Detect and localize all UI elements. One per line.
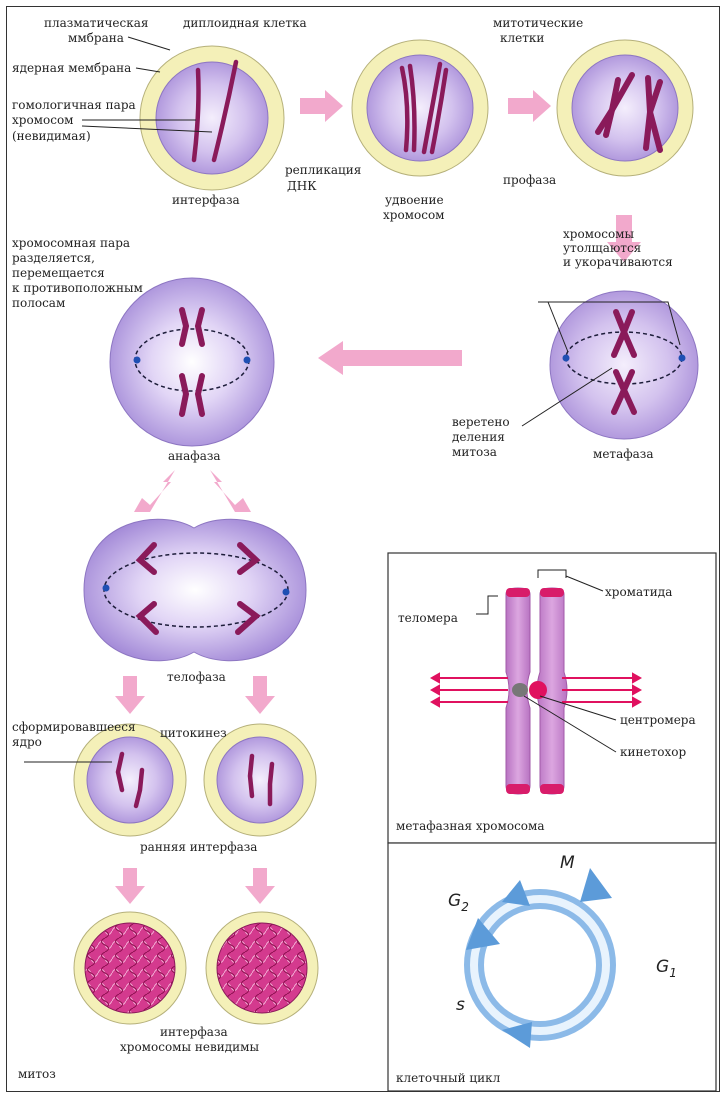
- arrow-to-doubling: [300, 90, 343, 122]
- label-diploid-cell: диплоидная клетка: [183, 16, 307, 30]
- label-anaphase: анафаза: [168, 449, 221, 463]
- svg-text:интерфаза: интерфаза: [160, 1025, 228, 1039]
- svg-text:сформировавшееся: сформировавшееся: [12, 720, 136, 734]
- arrow-to-telophase-left: [134, 470, 175, 512]
- svg-text:удвоение: удвоение: [385, 193, 444, 207]
- label-early-interphase: ранняя интерфаза: [140, 840, 257, 854]
- svg-text:репликация: репликация: [285, 163, 361, 177]
- cell-daughter-right: [204, 724, 316, 836]
- label-nuclear-membrane: ядерная мембрана: [12, 61, 131, 75]
- label-metaphase-chromosome: метафазная хромосома: [396, 819, 545, 833]
- svg-text:клетки: клетки: [500, 31, 544, 45]
- svg-text:к противоположным: к противоположным: [12, 281, 143, 295]
- label-telomere: теломера: [398, 611, 458, 625]
- label-kinetochore: кинетохор: [620, 745, 686, 759]
- cell-chromosome-doubling: [352, 40, 488, 176]
- arrow-to-interphase-right: [245, 868, 275, 904]
- svg-text:полосам: полосам: [12, 296, 65, 310]
- svg-text:(невидимая): (невидимая): [12, 129, 91, 143]
- label-telophase: телофаза: [167, 670, 226, 684]
- svg-text:и укорачиваются: и укорачиваются: [563, 255, 673, 269]
- arrow-to-cytokinesis-right: [245, 676, 275, 714]
- label-mitosis: митоз: [18, 1067, 56, 1081]
- label-cycle-m: M: [560, 853, 575, 873]
- label-mitotic-cells: митотические клетки: [493, 16, 583, 45]
- label-cytokinesis: цитокинез: [160, 726, 227, 740]
- svg-text:разделяется,: разделяется,: [12, 251, 95, 265]
- svg-text:митотические: митотические: [493, 16, 583, 30]
- label-cell-cycle: клеточный цикл: [396, 1071, 501, 1085]
- label-dna-replication: репликация ДНК: [285, 163, 361, 193]
- label-chromosome-doubling: удвоение хромосом: [383, 193, 445, 222]
- label-prophase: профаза: [503, 173, 556, 187]
- label-metaphase: метафаза: [593, 447, 653, 461]
- label-interphase: интерфаза: [172, 193, 240, 207]
- svg-text:хромосомная пара: хромосомная пара: [12, 236, 130, 250]
- svg-text:ДНК: ДНК: [287, 179, 317, 193]
- svg-text:веретено: веретено: [452, 415, 510, 429]
- label-chromosomes-thicken: хромосомы утолщаются и укорачиваются: [563, 227, 673, 269]
- label-pair-separates: хромосомная пара разделяется, перемещает…: [12, 236, 143, 310]
- label-centromere: центромера: [620, 713, 696, 727]
- svg-text:ядро: ядро: [12, 735, 42, 749]
- svg-text:утолщаются: утолщаются: [563, 241, 641, 255]
- svg-text:хромосом: хромосом: [12, 113, 74, 127]
- svg-text:плазматическая: плазматическая: [44, 16, 148, 30]
- cell-telophase: [84, 519, 306, 660]
- label-plasma-membrane: плазматическая ммбрана: [44, 16, 148, 45]
- svg-text:митоза: митоза: [452, 445, 497, 459]
- svg-text:деления: деления: [452, 430, 505, 444]
- svg-text:гомологичная пара: гомологичная пара: [12, 98, 136, 112]
- svg-text:ммбрана: ммбрана: [68, 31, 124, 45]
- cell-interphase-left: [74, 912, 186, 1024]
- arrow-to-interphase-left: [115, 868, 145, 904]
- label-cycle-s: s: [456, 995, 465, 1015]
- svg-text:хромосом: хромосом: [383, 208, 445, 222]
- cell-interphase: [140, 46, 284, 190]
- cell-daughter-left: [74, 724, 186, 836]
- cell-interphase-right: [206, 912, 318, 1024]
- arrow-to-telophase-right: [210, 470, 251, 512]
- arrow-to-prophase: [508, 90, 551, 122]
- label-chromatid: хроматида: [605, 585, 672, 599]
- svg-text:хромосомы невидимы: хромосомы невидимы: [120, 1040, 259, 1054]
- cell-metaphase: [550, 291, 698, 439]
- svg-text:хромосомы: хромосомы: [563, 227, 635, 241]
- cell-anaphase: [110, 278, 274, 446]
- arrow-to-cytokinesis-left: [115, 676, 145, 714]
- svg-text:перемещается: перемещается: [12, 266, 105, 280]
- label-spindle: веретено деления митоза: [452, 415, 510, 459]
- cell-prophase: [557, 40, 693, 176]
- arrow-to-anaphase: [318, 341, 462, 375]
- label-interphase-invisible: интерфаза хромосомы невидимы: [120, 1025, 259, 1054]
